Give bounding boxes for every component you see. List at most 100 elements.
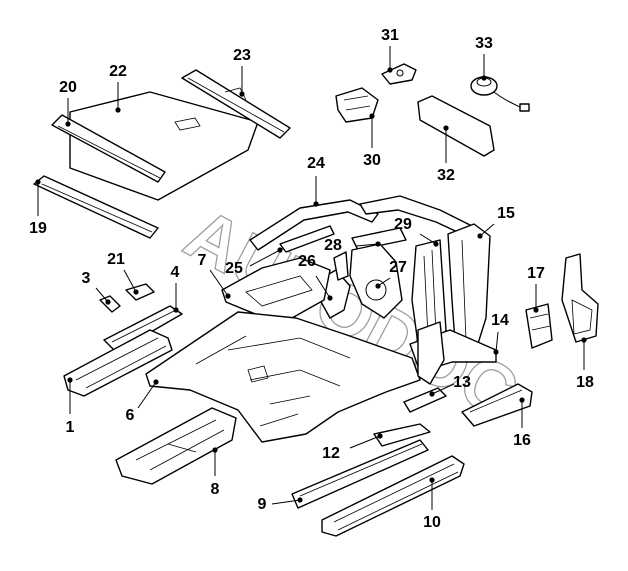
part-10-rocker-outer bbox=[321, 455, 465, 537]
leader-line-13 bbox=[431, 383, 455, 395]
leader-line-12 bbox=[349, 435, 381, 449]
leader-dot-26 bbox=[327, 295, 333, 301]
leader-dot-30 bbox=[369, 113, 375, 119]
part-33-grommet bbox=[470, 76, 530, 112]
callout-label-3: 3 bbox=[82, 270, 91, 287]
callout-label-29: 29 bbox=[394, 216, 412, 233]
leader-dot-24 bbox=[313, 201, 319, 207]
callout-label-17: 17 bbox=[527, 265, 545, 282]
leader-line-26 bbox=[315, 275, 331, 299]
leader-dot-9 bbox=[297, 497, 303, 503]
callout-label-4: 4 bbox=[171, 264, 180, 281]
part-14-floor-extension bbox=[409, 321, 497, 385]
leader-line-3 bbox=[95, 287, 109, 303]
part-30-bracket bbox=[335, 87, 379, 123]
callout-label-8: 8 bbox=[211, 481, 220, 498]
leader-dot-32 bbox=[443, 125, 449, 131]
leader-dot-17 bbox=[533, 307, 539, 313]
callout-label-14: 14 bbox=[491, 312, 509, 329]
leader-dot-29 bbox=[433, 241, 439, 247]
part-22-roof-panel bbox=[69, 91, 259, 201]
part-31-bracket bbox=[381, 63, 417, 85]
leader-line-15 bbox=[479, 223, 495, 237]
leader-line-7 bbox=[209, 269, 229, 297]
leader-dot-31 bbox=[387, 67, 393, 73]
callout-label-33: 33 bbox=[475, 35, 493, 52]
part-23-roof-bow bbox=[181, 69, 291, 139]
leader-dot-3 bbox=[105, 299, 111, 305]
leader-dot-27 bbox=[375, 283, 381, 289]
part-25-rail bbox=[279, 225, 335, 253]
callout-label-6: 6 bbox=[126, 407, 135, 424]
leader-dot-14 bbox=[493, 349, 499, 355]
callout-label-26: 26 bbox=[298, 253, 316, 270]
leader-dot-25 bbox=[277, 247, 283, 253]
callout-label-9: 9 bbox=[258, 496, 267, 513]
leader-dot-23 bbox=[239, 91, 245, 97]
leader-line-21 bbox=[123, 269, 137, 293]
leader-dot-4 bbox=[173, 307, 179, 313]
callout-label-31: 31 bbox=[381, 27, 399, 44]
part-1-front-rail bbox=[63, 329, 173, 397]
callout-label-1: 1 bbox=[66, 419, 75, 436]
part-18-side-panel bbox=[561, 253, 599, 343]
part-21-bracket bbox=[125, 283, 155, 301]
part-8-floor-tray bbox=[115, 407, 237, 485]
callout-label-22: 22 bbox=[109, 63, 127, 80]
callout-label-7: 7 bbox=[198, 252, 207, 269]
part-3-bracket bbox=[99, 295, 121, 313]
leader-dot-15 bbox=[477, 233, 483, 239]
leader-dot-7 bbox=[225, 293, 231, 299]
callout-label-23: 23 bbox=[233, 47, 251, 64]
callout-label-27: 27 bbox=[389, 259, 407, 276]
leader-dot-1 bbox=[67, 377, 73, 383]
leader-dot-22 bbox=[115, 107, 121, 113]
callout-label-32: 32 bbox=[437, 167, 455, 184]
leader-dot-8 bbox=[212, 447, 218, 453]
leader-line-14 bbox=[495, 331, 499, 353]
part-20-front-roof-rail bbox=[51, 114, 166, 183]
leader-dot-12 bbox=[377, 433, 383, 439]
leader-dot-21 bbox=[133, 289, 139, 295]
leader-dot-6 bbox=[153, 379, 159, 385]
leader-dot-20 bbox=[65, 121, 71, 127]
callout-label-18: 18 bbox=[576, 374, 594, 391]
leader-line-25 bbox=[249, 249, 281, 267]
part-6-floor-pan bbox=[145, 311, 421, 443]
callout-label-30: 30 bbox=[363, 152, 381, 169]
callout-label-15: 15 bbox=[497, 205, 515, 222]
leader-dot-19 bbox=[35, 179, 41, 185]
part-13-sill-reinforcement bbox=[403, 387, 447, 413]
leader-dot-33 bbox=[481, 75, 487, 81]
leader-line-6 bbox=[137, 381, 157, 409]
callout-label-21: 21 bbox=[107, 251, 125, 268]
leader-dot-10 bbox=[429, 477, 435, 483]
leader-dot-13 bbox=[429, 391, 435, 397]
leader-dot-16 bbox=[519, 397, 525, 403]
callout-label-10: 10 bbox=[423, 514, 441, 531]
callout-label-20: 20 bbox=[59, 79, 77, 96]
leader-line-29 bbox=[419, 233, 437, 245]
part-7-rear-floor bbox=[221, 257, 331, 319]
part-27-bracket bbox=[349, 243, 403, 319]
part-19-rear-roof-rail bbox=[33, 175, 159, 239]
leader-dot-28 bbox=[375, 241, 381, 247]
part-12-sill-inner bbox=[373, 423, 431, 447]
callout-label-16: 16 bbox=[513, 432, 531, 449]
part-16-rear-rail bbox=[461, 383, 533, 427]
part-17-bracket bbox=[525, 303, 553, 349]
part-4-side-member bbox=[103, 305, 183, 353]
leader-dot-18 bbox=[581, 337, 587, 343]
part-15-pillar bbox=[447, 223, 491, 357]
part-9-rocker-panel bbox=[291, 439, 429, 509]
callout-label-25: 25 bbox=[225, 260, 243, 277]
callout-label-13: 13 bbox=[453, 374, 471, 391]
callout-label-28: 28 bbox=[324, 237, 342, 254]
callout-label-19: 19 bbox=[29, 220, 47, 237]
callout-label-24: 24 bbox=[307, 155, 325, 172]
callout-label-12: 12 bbox=[322, 445, 340, 462]
leader-line-9 bbox=[271, 499, 301, 505]
part-32-panel bbox=[417, 95, 495, 157]
